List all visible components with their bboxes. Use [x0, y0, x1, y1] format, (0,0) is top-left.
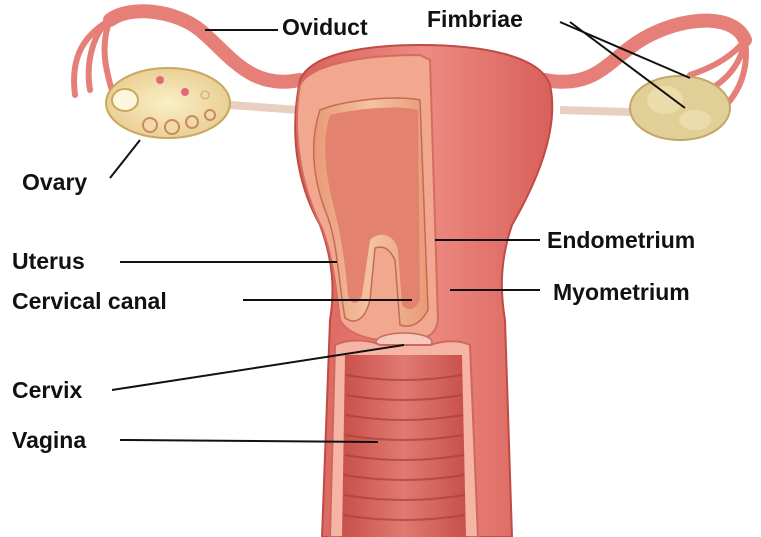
left-ovarian-ligament: [230, 105, 300, 110]
right-ovarian-ligament: [560, 110, 630, 112]
fimbriae-leader-2: [570, 22, 685, 108]
left-ovary: [106, 68, 230, 138]
ovary-leader: [110, 140, 140, 178]
uterus-label: Uterus: [12, 250, 85, 273]
ovary-label: Ovary: [22, 171, 87, 194]
cervix-label: Cervix: [12, 379, 82, 402]
right-ovary: [630, 76, 730, 140]
oviduct-label: Oviduct: [282, 16, 368, 39]
fimbriae-label: Fimbriae: [427, 8, 523, 31]
vagina-label: Vagina: [12, 429, 86, 452]
vaginal-canal: [342, 355, 466, 537]
cervical-canal-label: Cervical canal: [12, 290, 167, 313]
myometrium-label: Myometrium: [553, 281, 690, 304]
endometrium-label: Endometrium: [547, 229, 695, 252]
